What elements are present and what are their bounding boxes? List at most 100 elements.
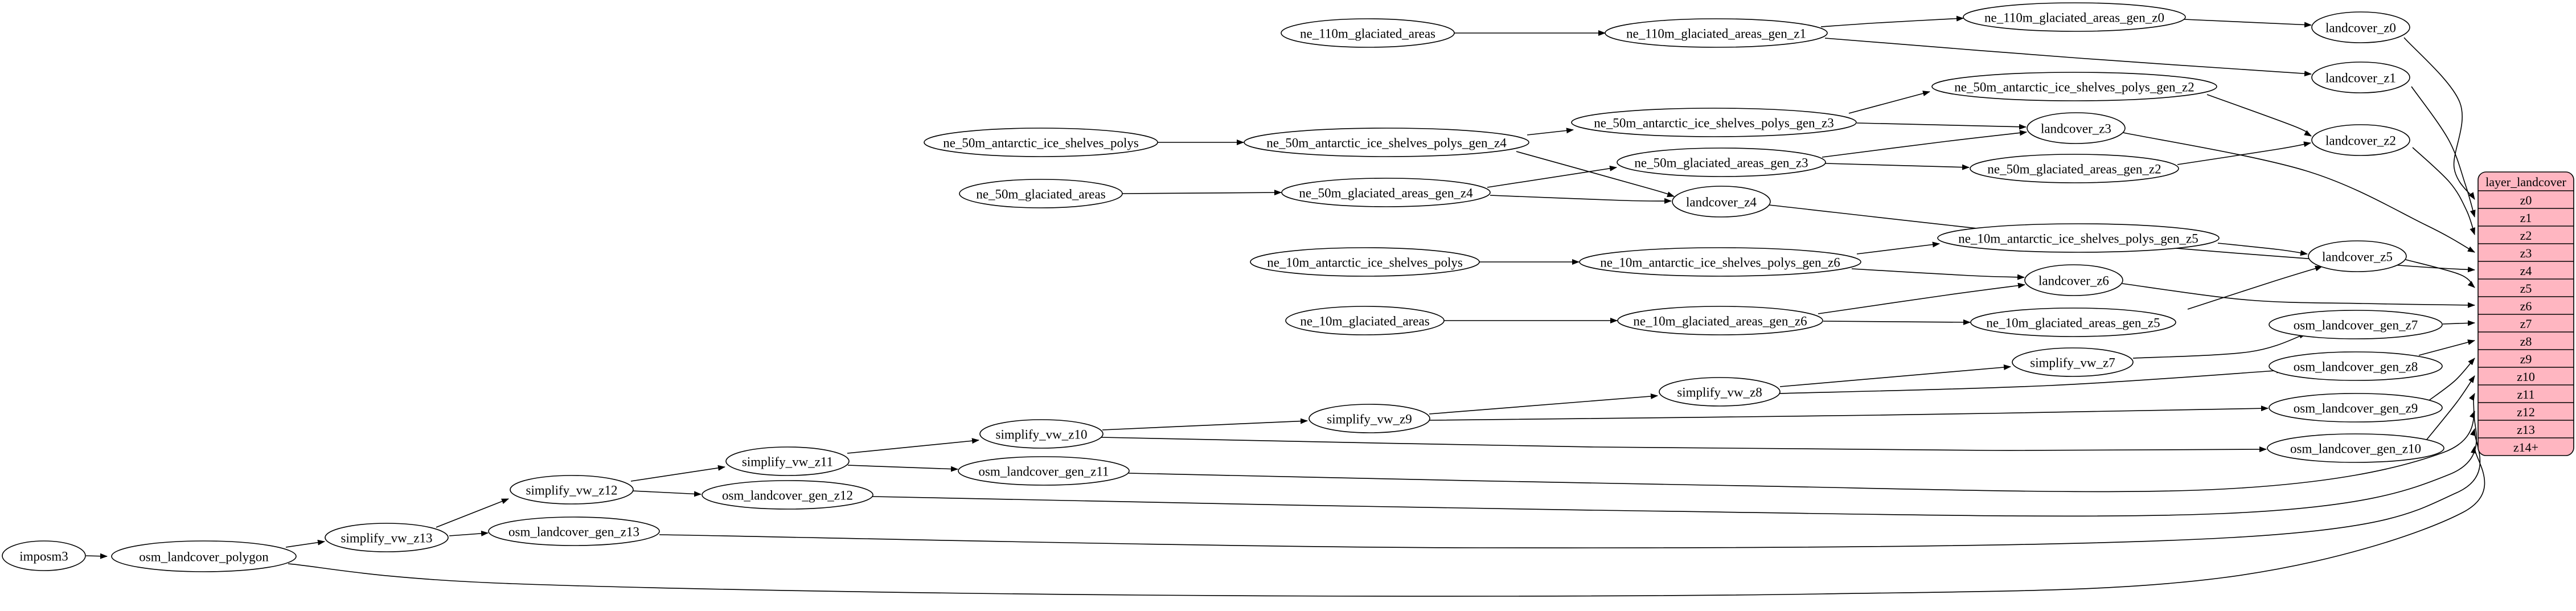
edge-simplify_vw_z12-to-osm_landcover_gen_z12	[631, 490, 702, 497]
node-simplify_vw_z7: simplify_vw_z7	[2012, 347, 2134, 377]
edge-osm_landcover_gen_z9-to-row_z9	[2429, 358, 2475, 401]
edge-simplify_vw_z7-to-osm_landcover_gen_z7	[2132, 333, 2307, 359]
node-ne_50m_antarctic_ice_shelves_polys_gen_z4: ne_50m_antarctic_ice_shelves_polys_gen_z…	[1244, 128, 1529, 157]
table-row-z10: z10	[2517, 370, 2535, 384]
edge-osm_landcover_gen_z13-to-row_z13	[659, 428, 2481, 548]
node-ne_110m_glaciated_areas_gen_z1: ne_110m_glaciated_areas_gen_z1	[1605, 18, 1828, 48]
table-row-z12: z12	[2517, 405, 2535, 419]
edge-landcover_z4-to-row_z4	[1769, 204, 2475, 273]
node-ne_10m_antarctic_ice_shelves_polys_gen_z6-shape	[1579, 247, 1861, 277]
node-simplify_vw_z8-shape	[1659, 377, 1781, 407]
node-simplify_vw_z13-shape	[325, 523, 449, 552]
node-landcover_z4-label: landcover_z4	[1686, 195, 1757, 210]
edge-landcover_z0-to-row_z0	[2403, 37, 2475, 200]
node-ne_110m_glaciated_areas_gen_z1-label: ne_110m_glaciated_areas_gen_z1	[1626, 27, 1806, 41]
edge-ne_50m_glaciated_areas_gen_z2-to-landcover_z2	[2177, 141, 2311, 165]
node-landcover_z5-label: landcover_z5	[2322, 250, 2393, 264]
node-landcover_z3-shape	[2027, 112, 2126, 144]
table-row-z11: z11	[2517, 387, 2535, 401]
node-simplify_vw_z9: simplify_vw_z9	[1308, 404, 1430, 433]
node-ne_10m_antarctic_ice_shelves_polys_gen_z5-label: ne_10m_antarctic_ice_shelves_polys_gen_z…	[1958, 232, 2198, 246]
edge-osm_landcover_gen_z10-to-row_z10	[2426, 375, 2475, 441]
edge-osm_landcover_polygon-to-row_z14	[288, 446, 2485, 597]
node-simplify_vw_z11-shape	[725, 446, 850, 476]
table-row-z9: z9	[2520, 352, 2532, 366]
node-osm_landcover_polygon-shape	[111, 540, 297, 572]
node-ne_50m_antarctic_ice_shelves_polys_gen_z2: ne_50m_antarctic_ice_shelves_polys_gen_z…	[1931, 72, 2217, 101]
edge-simplify_vw_z10-to-simplify_vw_z9	[1102, 418, 1308, 430]
node-simplify_vw_z7-shape	[2012, 347, 2134, 377]
node-osm_landcover_gen_z8-label: osm_landcover_gen_z8	[2294, 360, 2418, 374]
edge-simplify_vw_z11-to-simplify_vw_z10	[847, 438, 979, 454]
node-osm_landcover_gen_z11: osm_landcover_gen_z11	[958, 456, 1130, 486]
node-ne_50m_glaciated_areas_gen_z2-shape	[1970, 154, 2179, 183]
edge-landcover_z6-to-row_z6	[2122, 283, 2475, 308]
edge-ne_110m_glaciated_areas_gen_z1-to-landcover_z1	[1824, 38, 2312, 77]
node-simplify_vw_z8-label: simplify_vw_z8	[1677, 386, 1762, 400]
node-landcover_z5-shape	[2308, 240, 2407, 272]
node-ne_50m_glaciated_areas_gen_z3-label: ne_50m_glaciated_areas_gen_z3	[1634, 156, 1808, 170]
node-imposm3-label: imposm3	[19, 550, 68, 564]
node-ne_50m_antarctic_ice_shelves_polys: ne_50m_antarctic_ice_shelves_polys	[924, 128, 1158, 157]
node-simplify_vw_z12-label: simplify_vw_z12	[526, 483, 618, 498]
node-simplify_vw_z10-shape	[979, 419, 1104, 449]
node-osm_landcover_gen_z13: osm_landcover_gen_z13	[488, 516, 660, 546]
node-osm_landcover_gen_z9: osm_landcover_gen_z9	[2269, 393, 2443, 423]
node-ne_50m_antarctic_ice_shelves_polys_gen_z3: ne_50m_antarctic_ice_shelves_polys_gen_z…	[1571, 108, 1857, 137]
node-ne_10m_glaciated_areas_gen_z5-label: ne_10m_glaciated_areas_gen_z5	[1986, 316, 2160, 330]
node-ne_10m_glaciated_areas-shape	[1285, 306, 1445, 335]
node-osm_landcover_gen_z10: osm_landcover_gen_z10	[2267, 433, 2444, 463]
node-osm_landcover_gen_z11-label: osm_landcover_gen_z11	[978, 465, 1109, 479]
node-simplify_vw_z13-label: simplify_vw_z13	[341, 531, 433, 546]
node-ne_110m_glaciated_areas_gen_z0-shape	[1963, 2, 2186, 32]
node-landcover_z6: landcover_z6	[2024, 264, 2123, 296]
edge-simplify_vw_z8-to-simplify_vw_z7	[1779, 364, 2011, 387]
node-simplify_vw_z9-shape	[1308, 404, 1430, 433]
node-simplify_vw_z7-label: simplify_vw_z7	[2030, 356, 2115, 370]
node-landcover_z6-label: landcover_z6	[2038, 274, 2109, 288]
edge-osm_landcover_gen_z12-to-row_z12	[872, 411, 2477, 517]
node-ne_50m_glaciated_areas: ne_50m_glaciated_areas	[959, 179, 1123, 208]
node-ne_10m_glaciated_areas_gen_z6-shape	[1617, 306, 1823, 335]
node-landcover_z4: landcover_z4	[1672, 186, 1771, 218]
node-osm_landcover_gen_z7: osm_landcover_gen_z7	[2269, 310, 2443, 339]
node-osm_landcover_gen_z13-shape	[488, 516, 660, 546]
node-simplify_vw_z8: simplify_vw_z8	[1659, 377, 1781, 407]
node-landcover_z1-label: landcover_z1	[2325, 71, 2396, 85]
edges-layer	[85, 15, 2485, 597]
table-row-z6: z6	[2520, 299, 2532, 313]
node-simplify_vw_z13: simplify_vw_z13	[325, 523, 449, 552]
edge-ne_50m_glaciated_areas_gen_z4-to-landcover_z4	[1490, 195, 1672, 204]
node-landcover_z6-shape	[2024, 264, 2123, 296]
edge-landcover_z5-to-row_z5	[2405, 259, 2475, 288]
edge-ne_10m_glaciated_areas_gen_z5-to-landcover_z5	[2187, 265, 2323, 310]
edge-ne_50m_antarctic_ice_shelves_polys_gen_z3-to-landcover_z3	[1856, 122, 2027, 130]
node-ne_110m_glaciated_areas: ne_110m_glaciated_areas	[1281, 18, 1455, 48]
node-ne_50m_antarctic_ice_shelves_polys_gen_z2-shape	[1931, 72, 2217, 101]
table-row-z13: z13	[2517, 423, 2535, 437]
edge-ne_50m_antarctic_ice_shelves_polys_gen_z2-to-landcover_z2	[2206, 94, 2312, 137]
node-ne_50m_glaciated_areas_gen_z2-label: ne_50m_glaciated_areas_gen_z2	[1987, 162, 2161, 177]
node-landcover_z0: landcover_z0	[2311, 11, 2410, 43]
table-row-z5: z5	[2520, 281, 2532, 296]
edge-simplify_vw_z13-to-osm_landcover_gen_z13	[449, 530, 489, 536]
node-ne_110m_glaciated_areas-label: ne_110m_glaciated_areas	[1300, 27, 1435, 41]
table-row-z7: z7	[2520, 317, 2532, 331]
node-ne_10m_antarctic_ice_shelves_polys-shape	[1250, 247, 1480, 277]
table-title: layer_landcover	[2485, 175, 2566, 189]
node-ne_10m_glaciated_areas-label: ne_10m_glaciated_areas	[1300, 314, 1429, 329]
edge-ne_110m_glaciated_areas_gen_z1-to-ne_110m_glaciated_areas_gen_z0	[1820, 15, 1964, 27]
node-ne_110m_glaciated_areas_gen_z1-shape	[1605, 18, 1828, 48]
node-ne_10m_antarctic_ice_shelves_polys_gen_z6-label: ne_10m_antarctic_ice_shelves_polys_gen_z…	[1600, 256, 1840, 270]
table-row-z8: z8	[2520, 334, 2532, 348]
node-landcover_z1: landcover_z1	[2311, 61, 2410, 93]
node-osm_landcover_gen_z12-shape	[702, 480, 873, 510]
node-ne_10m_glaciated_areas_gen_z6: ne_10m_glaciated_areas_gen_z6	[1617, 306, 1823, 335]
node-landcover_z0-shape	[2311, 11, 2410, 43]
node-osm_landcover_gen_z10-shape	[2267, 433, 2444, 463]
node-landcover_z2-label: landcover_z2	[2325, 134, 2396, 148]
edge-ne_50m_glaciated_areas_gen_z3-to-landcover_z3	[1822, 130, 2027, 158]
edge-osm_landcover_polygon-to-simplify_vw_z13	[285, 539, 325, 548]
node-ne_50m_antarctic_ice_shelves_polys_gen_z3-label: ne_50m_antarctic_ice_shelves_polys_gen_z…	[1594, 116, 1834, 130]
